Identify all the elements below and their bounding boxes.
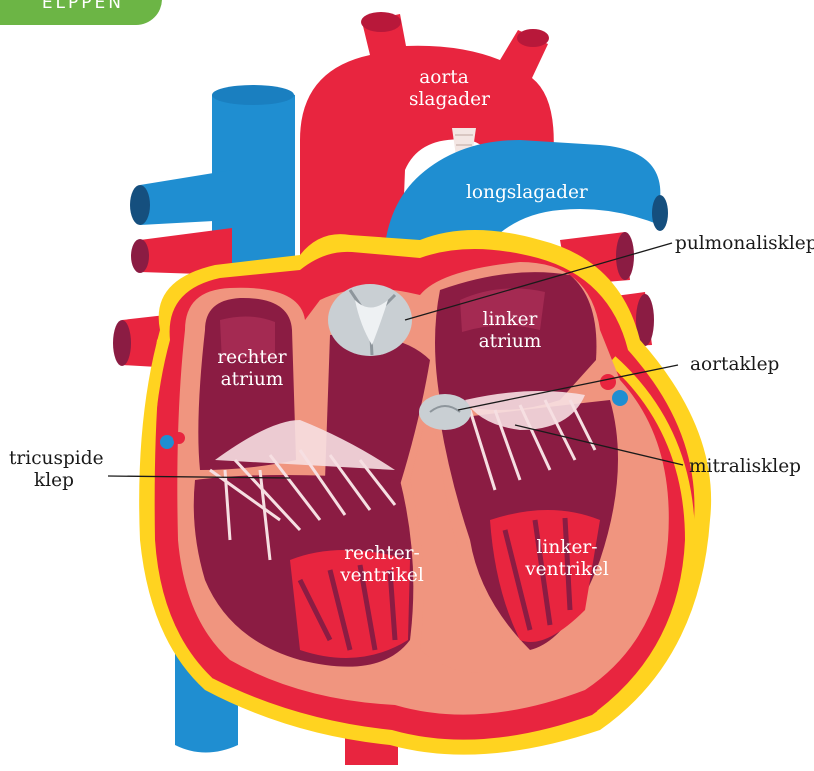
label-linker-atrium: linker atrium <box>470 309 550 353</box>
label-rechter-ventrikel-line2: ventrikel <box>337 565 427 587</box>
label-tricuspide-line1: tricuspide <box>9 448 104 470</box>
label-aorta: aorta slagader <box>409 67 479 111</box>
label-linker-atrium-line1: linker <box>470 309 550 331</box>
label-rechter-ventrikel-line1: rechter- <box>337 543 427 565</box>
label-aorta-line1: aorta <box>409 67 479 89</box>
pulmonary-valve <box>328 284 412 356</box>
label-rechter-ventrikel: rechter- ventrikel <box>337 543 427 587</box>
label-rechter-atrium: rechter atrium <box>212 347 292 391</box>
label-mitralisklep: mitralisklep <box>689 456 801 478</box>
label-linker-ventrikel: linker- ventrikel <box>522 537 612 581</box>
label-linker-ventrikel-line2: ventrikel <box>522 559 612 581</box>
label-aortaklep: aortaklep <box>690 354 779 376</box>
label-linker-ventrikel-line1: linker- <box>522 537 612 559</box>
aortic-valve <box>419 394 471 430</box>
label-tricuspide-line2: klep <box>9 470 104 492</box>
label-rechter-atrium-line2: atrium <box>212 369 292 391</box>
label-tricuspide-klep: tricuspide klep <box>9 448 104 492</box>
label-linker-atrium-line2: atrium <box>470 331 550 353</box>
label-rechter-atrium-line1: rechter <box>212 347 292 369</box>
label-aorta-line2: slagader <box>409 89 479 111</box>
label-pulmonalisklep: pulmonalisklep <box>675 233 814 255</box>
label-longslagader: longslagader <box>466 182 588 204</box>
